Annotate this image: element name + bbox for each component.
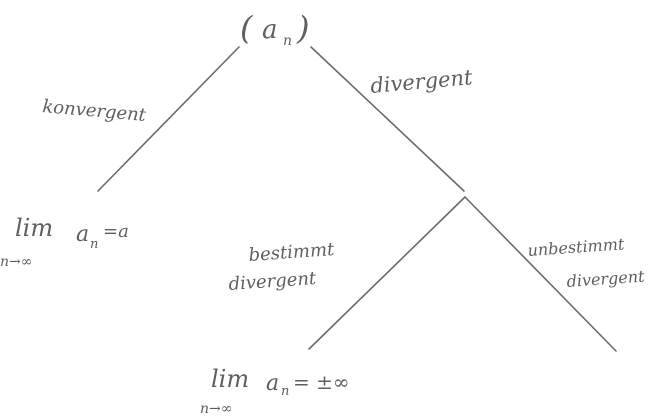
- formula-bestimmt-below: n→∞: [200, 401, 232, 416]
- formula-bestimmt-subscript: n: [281, 384, 289, 399]
- formula-bestimmt-limit: lim a n = ±∞ n→∞: [200, 365, 350, 416]
- formula-convergent-rhs: =a: [103, 221, 129, 242]
- formula-bestimmt-rhs: = ±∞: [293, 370, 350, 394]
- formula-convergent-limit: lim a n =a n→∞: [0, 214, 129, 270]
- formula-convergent-lim: lim: [15, 214, 53, 242]
- formula-convergent-variable: a: [76, 222, 89, 247]
- label-bestimmt-line1: bestimmt: [248, 239, 336, 266]
- formula-convergent-subscript: n: [90, 237, 98, 252]
- edge-root-to-divergent: [310, 46, 465, 192]
- formula-bestimmt-variable: a: [266, 371, 279, 396]
- root-variable: a: [262, 15, 278, 45]
- edge-divergent-to-bestimmt: [308, 196, 466, 350]
- root-paren-open: (: [240, 9, 254, 47]
- label-divergent: divergent: [369, 65, 474, 98]
- edge-root-to-convergent: [97, 46, 240, 192]
- edge-divergent-to-unbestimmt: [464, 196, 617, 352]
- label-unbestimmt-line1: unbestimmt: [527, 234, 626, 260]
- label-convergent: konvergent: [42, 96, 148, 126]
- root-paren-close: ): [296, 9, 309, 47]
- label-unbestimmt-line2: divergent: [566, 267, 646, 291]
- formula-bestimmt-lim: lim: [211, 365, 249, 393]
- formula-convergent-below: n→∞: [0, 254, 32, 270]
- root-node: ( a n ): [240, 9, 309, 49]
- root-subscript: n: [283, 33, 292, 49]
- label-bestimmt-line2: divergent: [228, 268, 318, 295]
